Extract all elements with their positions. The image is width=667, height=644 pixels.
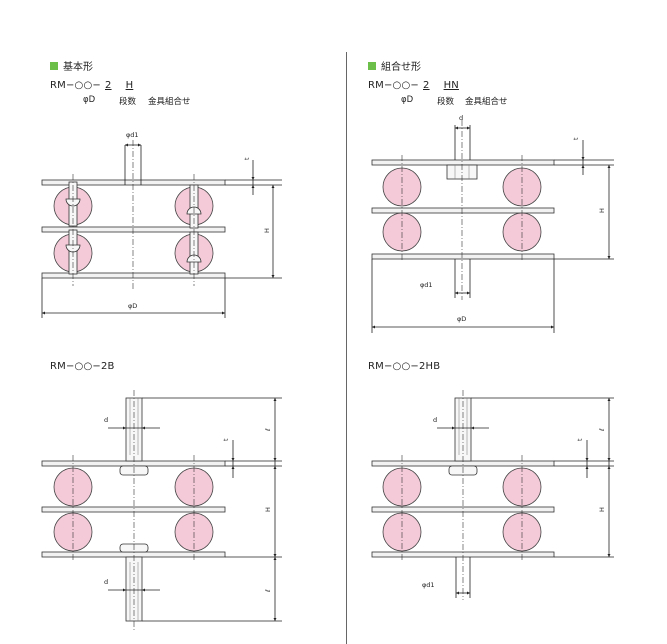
model-sub-fittings: 金具組合せ [148,97,191,107]
plate-top [41,179,226,186]
model-sub-fittings: 金具組合せ [465,97,508,107]
label-H: H [264,507,272,512]
label-l: ℓ [598,428,606,431]
figure-combo [371,120,614,333]
center-divider [346,52,347,644]
label-phi-d1: φd1 [126,131,139,139]
label-l: ℓ [264,589,272,592]
model-sub-stages: 段数 [437,97,455,107]
label-d: d [433,416,437,424]
model-sub-d: φD [401,95,414,105]
label-t: t [572,137,580,140]
label-phi-D: φD [128,302,137,310]
label-t: t [243,157,251,160]
label-phi-d1: φd1 [422,581,435,589]
label-H: H [598,507,606,512]
label-H: H [598,208,606,213]
model-code-2b: RM−○○−2B [50,361,115,372]
model-sub-stages: 段数 [119,97,137,107]
section-title-basic: 基本形 [50,58,93,73]
label-l: ℓ [264,428,272,431]
plate-mid [41,226,226,233]
label-H: H [263,228,271,233]
green-square-icon [368,61,376,70]
figure-2hb [371,390,614,600]
figure-basic [41,140,282,318]
model-code-2hb: RM−○○−2HB [368,361,441,372]
section-title-combo: 組合せ形 [368,58,421,73]
label-d: d [104,578,108,586]
label-t: t [576,438,584,441]
figure-2b [41,390,282,630]
plate-bottom [41,272,226,279]
label-t: t [222,438,230,441]
label-d: d [104,416,108,424]
label-phi-d1: φd1 [420,281,433,289]
label-d: d [459,114,463,122]
green-square-icon [50,61,58,70]
label-phi-D: φD [457,315,466,323]
model-sub-d: φD [83,95,96,105]
